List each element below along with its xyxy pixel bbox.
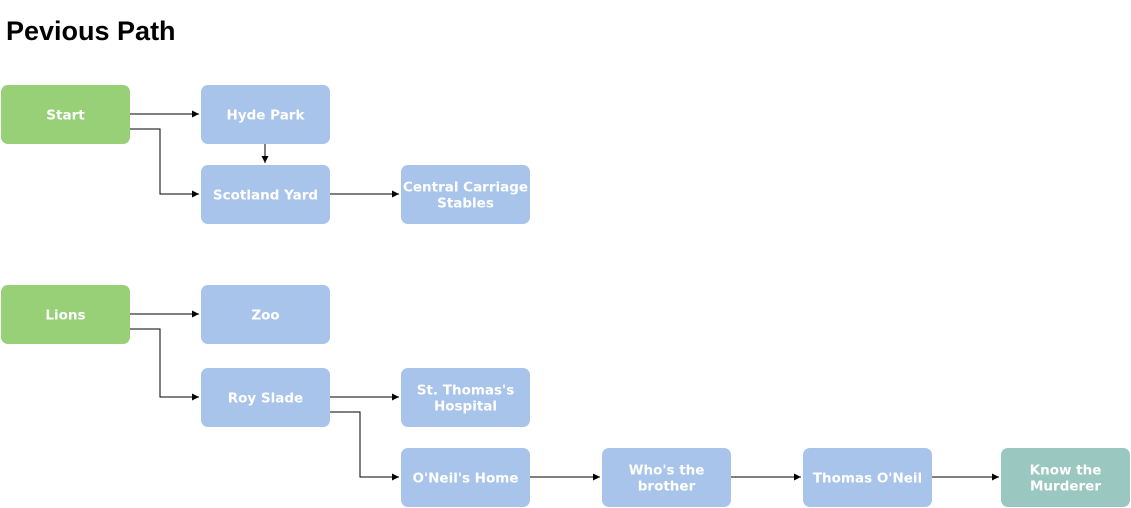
node-box xyxy=(1,85,130,144)
node-hyde-park[interactable]: Hyde Park xyxy=(201,85,330,144)
node-scotland-yard[interactable]: Scotland Yard xyxy=(201,165,330,224)
node-label: Start xyxy=(46,108,85,124)
node-label: Lions xyxy=(45,308,85,324)
node-lions[interactable]: Lions xyxy=(1,285,130,344)
node-label: O'Neil's Home xyxy=(413,471,519,487)
node-box xyxy=(602,448,731,507)
node-label: Hyde Park xyxy=(227,108,306,124)
node-start[interactable]: Start xyxy=(1,85,130,144)
node-zoo[interactable]: Zoo xyxy=(201,285,330,344)
node-box xyxy=(1001,448,1130,507)
node-box xyxy=(803,448,932,507)
node-label: Zoo xyxy=(251,308,279,324)
node-label: Hospital xyxy=(434,399,497,415)
node-box xyxy=(1,285,130,344)
node-box xyxy=(401,165,530,224)
node-label: Roy Slade xyxy=(228,391,303,407)
node-label: Murderer xyxy=(1030,479,1101,495)
node-label: Scotland Yard xyxy=(213,188,318,204)
node-label: brother xyxy=(638,479,696,495)
edge-roy-slade-to-oneils-home xyxy=(330,411,399,481)
node-label: Know the xyxy=(1030,463,1102,479)
node-box xyxy=(201,368,330,427)
node-box xyxy=(201,285,330,344)
node-thomas-oneil[interactable]: Thomas O'Neil xyxy=(803,448,932,507)
node-box xyxy=(201,165,330,224)
node-box xyxy=(401,448,530,507)
edge-start-to-scotland-yard xyxy=(130,128,199,198)
node-label: Stables xyxy=(437,196,494,212)
node-oneils-home[interactable]: O'Neil's Home xyxy=(401,448,530,507)
node-roy-slade[interactable]: Roy Slade xyxy=(201,368,330,427)
node-label: Central Carriage xyxy=(403,180,528,196)
edge-lions-to-roy-slade xyxy=(130,328,199,401)
node-label: St. Thomas's xyxy=(417,383,514,399)
node-label: Who's the xyxy=(629,463,705,479)
node-box xyxy=(201,85,330,144)
node-label: Thomas O'Neil xyxy=(813,471,922,487)
edges xyxy=(130,110,999,481)
node-box xyxy=(401,368,530,427)
page-title: Pevious Path xyxy=(6,16,176,46)
